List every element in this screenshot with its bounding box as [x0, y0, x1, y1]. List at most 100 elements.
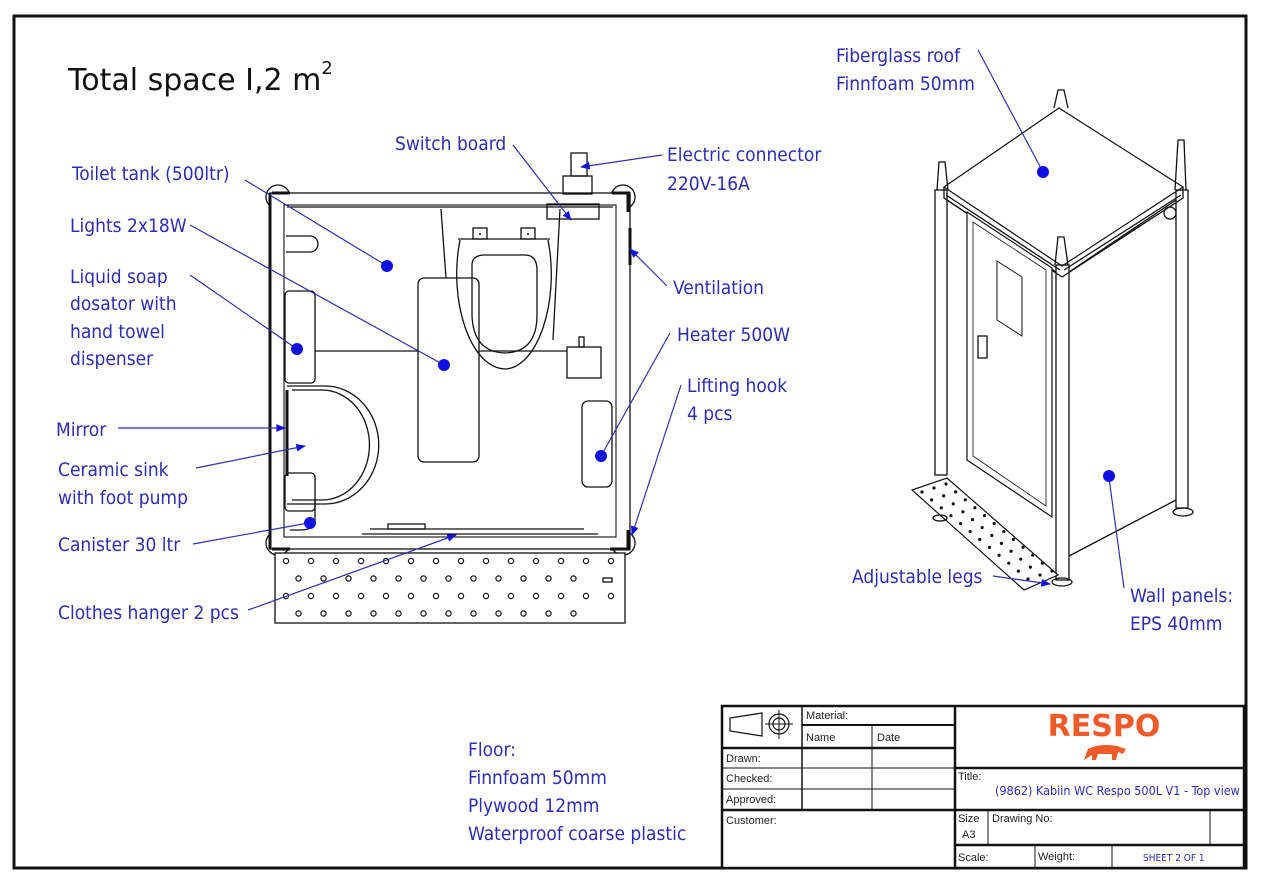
step-hole: [557, 592, 565, 600]
iso-step-hole: [1038, 573, 1042, 577]
approved-label: Approved:: [726, 794, 776, 806]
iso-step-hole: [942, 494, 946, 498]
step-hole: [557, 557, 565, 565]
step-hole: [282, 557, 290, 565]
step-hole: [420, 610, 427, 617]
step-hole: [507, 592, 515, 600]
iso-step-hole: [1031, 553, 1035, 557]
iso-step-hole: [944, 482, 948, 486]
step-hole: [282, 592, 290, 600]
iso-step-hole: [1021, 545, 1025, 549]
step-hole: [307, 592, 315, 600]
step-hole: [607, 592, 615, 600]
step-hole: [332, 592, 340, 600]
projection-symbol-icon: [729, 710, 793, 739]
step-hole: [320, 575, 327, 582]
ventilation-grille-iso: [1163, 206, 1177, 220]
floor-notes: Floor: Finnfoam 50mm Plywood 12mm Waterp…: [468, 739, 686, 845]
label-clothes-hanger: Clothes hanger 2 pcs: [58, 602, 239, 624]
iso-step-hole: [970, 518, 975, 522]
date-header: Date: [877, 732, 900, 744]
step-hole: [482, 592, 490, 600]
iso-step-hole: [968, 529, 972, 534]
respo-logo: RESPO: [1048, 709, 1161, 744]
step-hole: [345, 575, 352, 582]
label-wall-panels: Wall panels: EPS 40mm: [1130, 585, 1239, 635]
switch-board: [546, 203, 600, 220]
paper-holder: [286, 235, 319, 253]
iso-step-hole: [961, 510, 965, 514]
step-hole: [545, 575, 552, 582]
corner-post: [1055, 264, 1070, 581]
label-lights: Lights 2x18W: [70, 215, 187, 237]
sink-outer: [287, 385, 380, 505]
label-ceramic-sink: Ceramic sink with foot pump: [58, 459, 188, 509]
iso-step-hole: [1050, 569, 1054, 573]
electric-connector: [562, 175, 593, 195]
drawn-label: Drawn:: [726, 753, 761, 765]
step-hole: [532, 557, 540, 565]
iso-step-hole: [1019, 557, 1023, 561]
label-mirror: Mirror: [56, 419, 107, 441]
step-hole: [457, 557, 465, 565]
step-hole: [320, 610, 327, 617]
iso-step-hole: [973, 506, 977, 510]
name-header: Name: [806, 732, 835, 744]
iso-step-hole: [999, 541, 1004, 545]
iso-step-hole: [982, 514, 987, 518]
door-window: [996, 260, 1023, 337]
iso-step-hole: [1016, 569, 1020, 573]
iso-step-hole: [920, 490, 924, 494]
step-hole: [307, 557, 315, 565]
toilet-seat: [471, 254, 538, 354]
step-hole: [432, 592, 440, 600]
step-hole: [582, 592, 590, 600]
step-hole: [470, 575, 477, 582]
iso-step-hole: [958, 522, 963, 526]
iso-step-hole: [978, 537, 982, 542]
step-hole: [370, 610, 377, 617]
iso-step-hole: [949, 514, 953, 518]
step-hole: [545, 610, 552, 617]
step-hole: [382, 592, 390, 600]
step-hole: [570, 575, 577, 582]
label-adjustable-legs: Adjustable legs: [852, 566, 983, 588]
bull-logo-icon: [1084, 745, 1126, 760]
step-hole: [520, 610, 527, 617]
label-canister: Canister 30 ltr: [58, 534, 181, 556]
toilet-bowl: [456, 239, 552, 370]
label-soap-dispenser: Liquid soap dosator with hand towel disp…: [70, 266, 182, 370]
step-hole: [495, 575, 502, 582]
weight-label: Weight:: [1038, 851, 1075, 863]
door: [966, 210, 1053, 519]
cabin-inner-wall: [283, 204, 617, 538]
title-block: Material: Name Date Drawn: Checked: Appr…: [720, 704, 1246, 870]
step-hole: [395, 610, 402, 617]
step-hole: [445, 575, 452, 582]
iso-step-hole: [1007, 561, 1011, 565]
step-hole: [332, 557, 340, 565]
material-label: Material:: [806, 710, 848, 722]
drawing-title: (9862) Kabiin WC Respo 500L V1 - Top vie…: [995, 783, 1240, 798]
step-hole: [532, 592, 540, 600]
iso-step-hole: [1009, 549, 1013, 553]
drawing-frame: [12, 14, 1248, 870]
iso-step-hole: [954, 490, 958, 494]
iso-step-hole: [980, 525, 984, 530]
step-hole: [495, 610, 502, 617]
plan-leaders: [118, 144, 682, 611]
step-hole: [445, 610, 452, 617]
step-hole: [582, 557, 590, 565]
step-hole: [370, 575, 377, 582]
customer-label: Customer:: [726, 815, 777, 827]
label-electric-connector: Electric connector 220V-16A: [667, 144, 827, 195]
title-label: Title:: [958, 771, 981, 783]
step-hole: [507, 557, 515, 565]
step-hole: [357, 557, 365, 565]
iso-leaders: [977, 49, 1125, 589]
label-heater: Heater 500W: [677, 324, 790, 346]
iso-step-hole: [932, 486, 936, 490]
iso-step: [910, 477, 1060, 591]
step-hole: [457, 592, 465, 600]
